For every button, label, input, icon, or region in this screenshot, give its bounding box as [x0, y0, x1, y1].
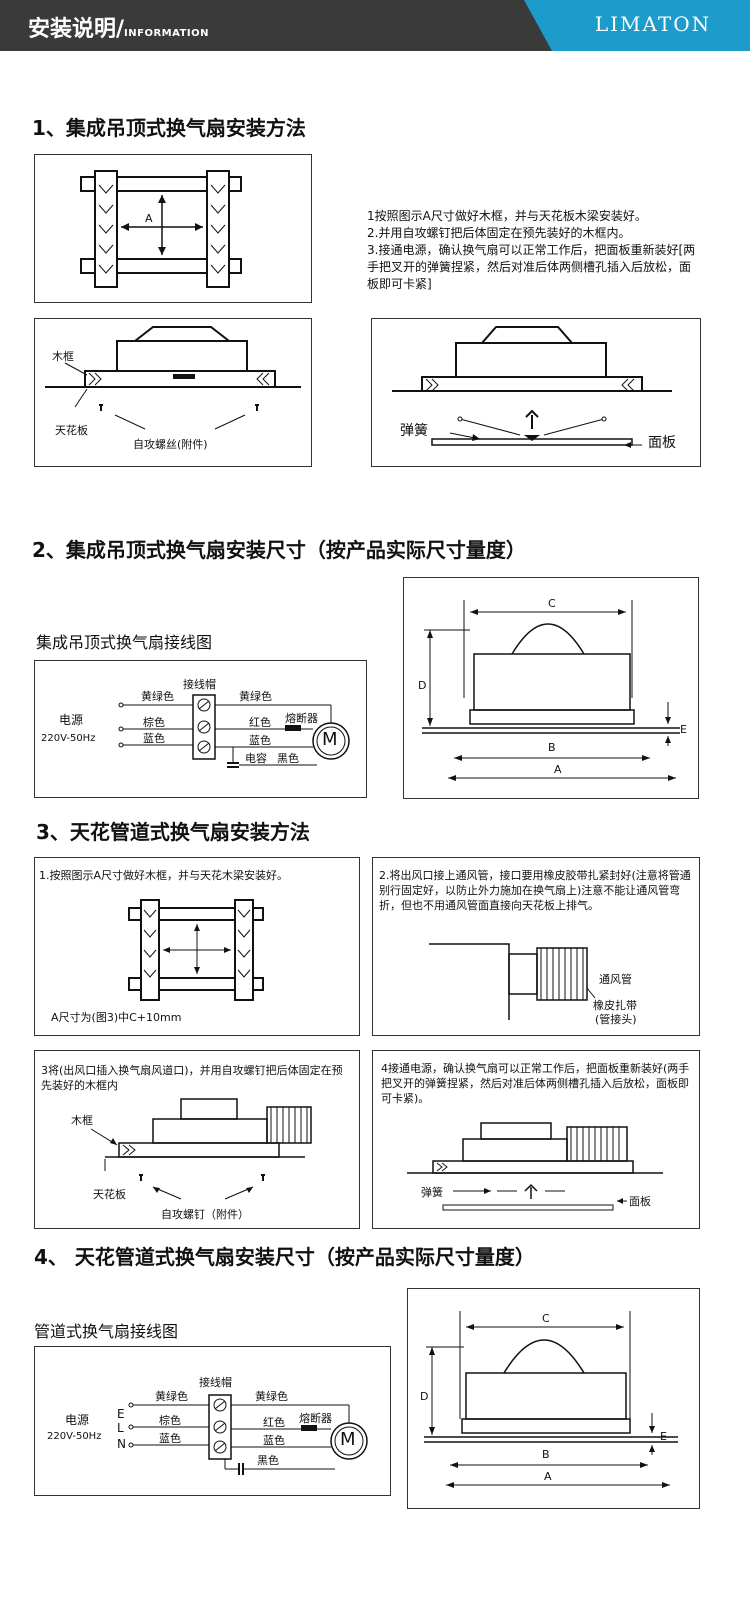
section4-dimension-diagram: C D E B A	[407, 1288, 700, 1509]
label-black: 黑色	[277, 752, 299, 765]
step3-text: 3将(出风口插入换气扇风道口)，并用自攻螺钉把后体固定在预先装好的木框内	[41, 1064, 343, 1092]
label-screw: 自攻螺丝(附件)	[133, 438, 208, 451]
step4-text: 4接通电源，确认换气扇可以正常工作后，把面板重新装好(两手把叉开的弹簧捏紧，然后…	[381, 1062, 690, 1105]
dim-label-d: D	[418, 679, 427, 692]
label-wood-frame-3: 木框	[71, 1114, 93, 1127]
label-voltage-2: 220V-50Hz	[47, 1431, 102, 1442]
section1-instructions: 1按照图示A尺寸做好木框，并与天花板木梁安装好。 2.并用自攻螺钉把后体固定在预…	[367, 209, 696, 291]
section2-wiring-title: 集成吊顶式换气扇接线图	[36, 633, 213, 652]
step3-mount-drawing	[90, 1098, 312, 1200]
dim-label-d-2: D	[420, 1390, 429, 1403]
dim-label-a: A	[554, 763, 562, 776]
label-blue-right: 蓝色	[249, 734, 271, 747]
dim-label-c: C	[548, 597, 556, 610]
label-red: 红色	[249, 716, 271, 729]
dimension-drawing-2	[424, 1311, 678, 1488]
label-blue-right-2: 蓝色	[263, 1434, 285, 1447]
section3-step1-box: 1.按照图示A尺寸做好木框，并与天花木梁安装好。 A尺寸为(图3)中C+10mm	[34, 857, 360, 1036]
label-capacitor: 电容	[245, 752, 267, 765]
mount-drawing	[45, 326, 301, 430]
section2-wiring-diagram: 接线帽 黄绿色 黄绿色 电源 220V-50Hz 棕色 蓝色 红色 熔断器 蓝色…	[34, 660, 367, 798]
label-terminal-cap: 接线帽	[183, 678, 216, 691]
motor-symbol: M	[322, 729, 338, 750]
dim-label-b-2: B	[542, 1448, 550, 1461]
label-power-2: 电源	[65, 1413, 90, 1427]
label-yellow-green-left: 黄绿色	[141, 690, 174, 703]
section3-step2-box: 2.将出风口接上通风管，接口要用橡皮胶带扎紧封好(注意将管通别行固定好，以防止外…	[372, 857, 700, 1036]
step1-text: 1.按照图示A尺寸做好木框，并与天花木梁安装好。	[39, 869, 289, 882]
header-title: 安装说明/INFORMATION	[28, 17, 209, 42]
label-panel: 面板	[648, 435, 676, 451]
wiring-drawing	[118, 694, 350, 768]
label-yellow-green-right: 黄绿色	[239, 690, 272, 703]
label-blue-left-2: 蓝色	[159, 1432, 181, 1445]
section3-title: 3、天花管道式换气扇安装方法	[36, 820, 310, 844]
header-subtitle: INFORMATION	[124, 28, 209, 39]
dim-label-a-2: A	[544, 1470, 552, 1483]
label-voltage: 220V-50Hz	[41, 733, 96, 744]
label-black-2: 黑色	[257, 1454, 279, 1467]
dim-label-e-2: E	[660, 1430, 667, 1443]
label-brown: 棕色	[143, 716, 165, 729]
dimension-drawing	[422, 600, 680, 781]
label-blue-left: 蓝色	[143, 732, 165, 745]
section2-title: 2、集成吊顶式换气扇安装尺寸（按产品实际尺寸量度）	[32, 538, 526, 562]
label-terminal-l: L	[117, 1421, 124, 1435]
section3-step3-box: 3将(出风口插入换气扇风道口)，并用自攻螺钉把后体固定在预先装好的木框内 木框 …	[34, 1050, 360, 1229]
wiring-drawing-2	[128, 1394, 368, 1475]
section3-step4-box: 4接通电源，确认换气扇可以正常工作后，把面板重新装好(两手把叉开的弹簧捏紧，然后…	[372, 1050, 700, 1229]
label-yellow-green-left-2: 黄绿色	[155, 1390, 188, 1403]
label-panel-4: 面板	[629, 1195, 651, 1208]
brand-banner	[524, 0, 750, 51]
dim-label-e: E	[680, 723, 687, 736]
brand-logo: LIMATON	[594, 12, 712, 36]
section1-panel-diagram: 弹簧 面板	[371, 318, 701, 467]
label-terminal-e: E	[117, 1407, 125, 1421]
label-fuse: 熔断器	[285, 712, 318, 725]
step2-duct-drawing	[429, 943, 596, 1020]
label-wood-frame: 木框	[52, 350, 74, 363]
section1-frame-diagram: A	[34, 154, 312, 303]
label-red-2: 红色	[263, 1416, 285, 1429]
label-band: 橡皮扎带	[593, 999, 637, 1012]
section4-title: 4、 天花管道式换气扇安装尺寸（按产品实际尺寸量度）	[34, 1245, 535, 1269]
section1-title: 1、集成吊顶式换气扇安装方法	[32, 116, 306, 140]
panel-drawing	[392, 326, 672, 448]
label-yellow-green-right-2: 黄绿色	[255, 1390, 288, 1403]
label-fuse-2: 熔断器	[299, 1412, 332, 1425]
label-screw-3: 自攻螺钉（附件）	[161, 1208, 249, 1221]
label-ceiling: 天花板	[55, 424, 88, 437]
label-terminal-n: N	[117, 1437, 126, 1451]
dim-label-b: B	[548, 741, 556, 754]
label-brown-2: 棕色	[159, 1414, 181, 1427]
label-band-note: (管接头)	[595, 1013, 637, 1026]
motor-symbol-2: M	[340, 1429, 356, 1450]
step1-note: A尺寸为(图3)中C+10mm	[51, 1011, 182, 1024]
frame-dimension-label: A	[145, 212, 153, 225]
label-ceiling-3: 天花板	[93, 1188, 126, 1201]
section1-mount-diagram: 木框 天花板 自攻螺丝(附件)	[34, 318, 312, 467]
step2-text: 2.将出风口接上通风管，接口要用橡皮胶带扎紧封好(注意将管通别行固定好，以防止外…	[379, 869, 691, 912]
step1-frame-drawing	[128, 899, 264, 1001]
label-spring: 弹簧	[400, 423, 428, 439]
label-terminal-cap-2: 接线帽	[199, 1376, 232, 1389]
section4-wiring-diagram: 接线帽 黄绿色 黄绿色 电源 220V-50Hz E L N 棕色 蓝色 红色 …	[34, 1346, 391, 1496]
wood-frame-drawing	[80, 170, 242, 288]
section2-dimension-diagram: C D E B A	[403, 577, 699, 799]
section4-wiring-title: 管道式换气扇接线图	[34, 1322, 179, 1341]
step4-panel-drawing	[407, 1122, 663, 1211]
label-duct: 通风管	[599, 973, 632, 986]
label-spring-4: 弹簧	[421, 1186, 443, 1199]
label-power: 电源	[59, 713, 84, 727]
dim-label-c-2: C	[542, 1312, 550, 1325]
